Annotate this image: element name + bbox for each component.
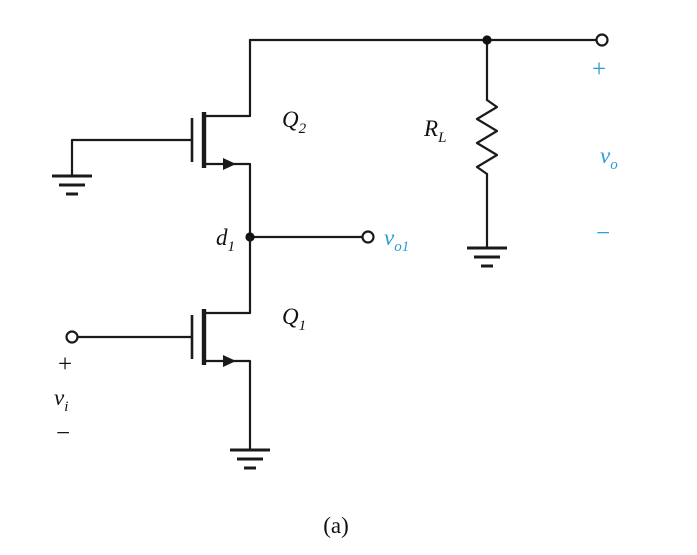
label-vo: vo — [600, 143, 618, 173]
label-q1: Q1 — [282, 304, 306, 334]
q1-source-wire — [202, 359, 252, 452]
figure-caption: (a) — [323, 513, 349, 538]
label-plus-input: + — [58, 351, 72, 378]
label-minus-output: − — [596, 220, 610, 247]
rl-ground-icon — [467, 246, 507, 268]
q1-source-ground-icon — [230, 448, 270, 470]
transistor-q2-icon — [70, 38, 252, 239]
q2-drain-wire — [202, 38, 252, 118]
q1-drain-wire — [202, 235, 252, 315]
transistor-q1-icon — [76, 235, 252, 452]
q2-source-wire — [202, 162, 252, 239]
vo1-terminal — [361, 230, 375, 244]
output-terminal — [595, 33, 609, 47]
label-vi: vi — [54, 385, 68, 415]
q1-source-arrow-icon — [223, 355, 236, 367]
input-terminal — [65, 330, 79, 344]
q2-gate-ground-icon — [52, 174, 92, 196]
resistor-rl — [475, 98, 499, 176]
label-rl: RL — [423, 116, 446, 146]
q2-gate-wire — [70, 138, 194, 178]
label-plus-output: + — [592, 56, 606, 83]
label-minus-input: − — [56, 420, 70, 447]
label-vo1: vo1 — [384, 225, 409, 255]
q2-source-arrow-icon — [223, 158, 236, 170]
label-d1: d1 — [216, 225, 235, 255]
label-q2: Q2 — [282, 107, 307, 137]
rail-junction-dot — [482, 35, 492, 45]
